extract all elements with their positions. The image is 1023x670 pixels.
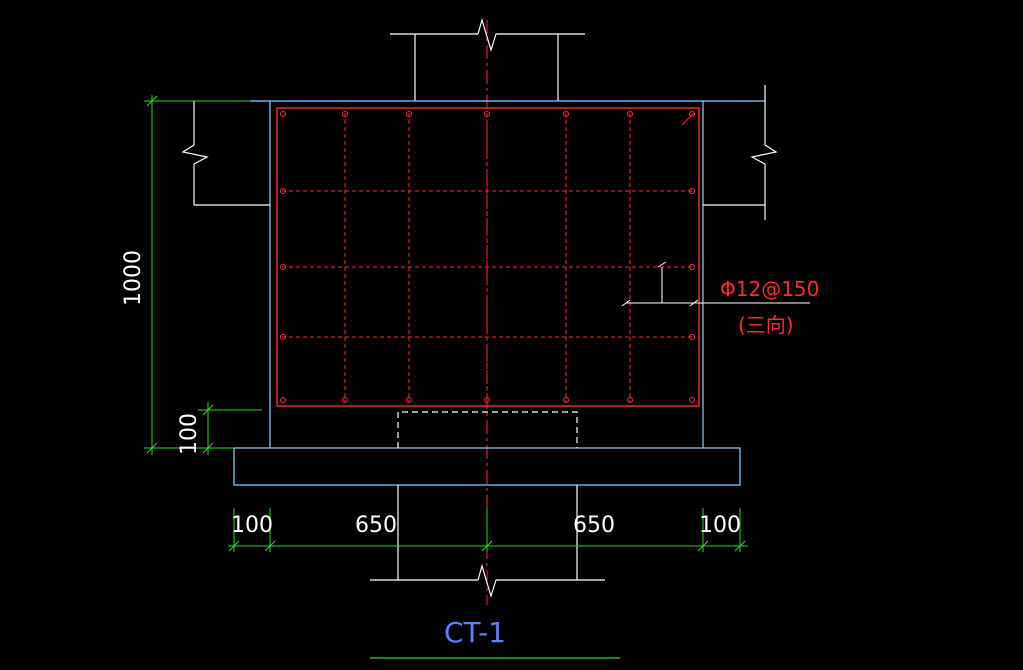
dim-bottom-label-1: 100	[231, 513, 273, 538]
left-beam-stub	[181, 101, 270, 206]
rebar-leader	[621, 261, 810, 307]
dim-bottom-label-4: 100	[699, 513, 741, 538]
rebar-note-label: (三向)	[738, 313, 794, 337]
right-beam-stub	[703, 85, 778, 220]
height-dimension-label: 1000	[121, 250, 146, 306]
rebar-spec-label: Φ12@150	[720, 277, 819, 301]
cover-dimension-label: 100	[177, 413, 202, 455]
rebar-cage	[276, 107, 700, 407]
horizontal-dimension	[228, 508, 748, 552]
drawing-title: CT-1	[444, 616, 506, 649]
pile-cap-outline	[233, 100, 765, 486]
top-column	[390, 17, 585, 101]
dim-bottom-label-2: 650	[355, 513, 397, 538]
dim-bottom-label-3: 650	[573, 513, 615, 538]
vertical-dimension	[144, 95, 262, 455]
pile-below	[370, 411, 605, 599]
